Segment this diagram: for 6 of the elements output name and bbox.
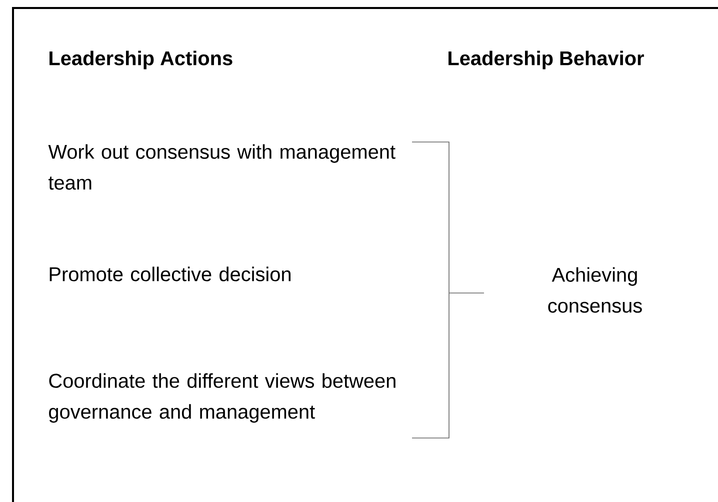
behavior-text: Achieving consensus [548,267,642,313]
action-text: Promote collective decision [50,266,290,282]
action-text: Coordinate the different views between governance and management [49,373,396,423]
column-heading: Leadership Behavior [448,50,644,70]
column-heading: Leadership Actions [50,50,232,70]
action-text: Work out consensus with management team [48,144,396,190]
